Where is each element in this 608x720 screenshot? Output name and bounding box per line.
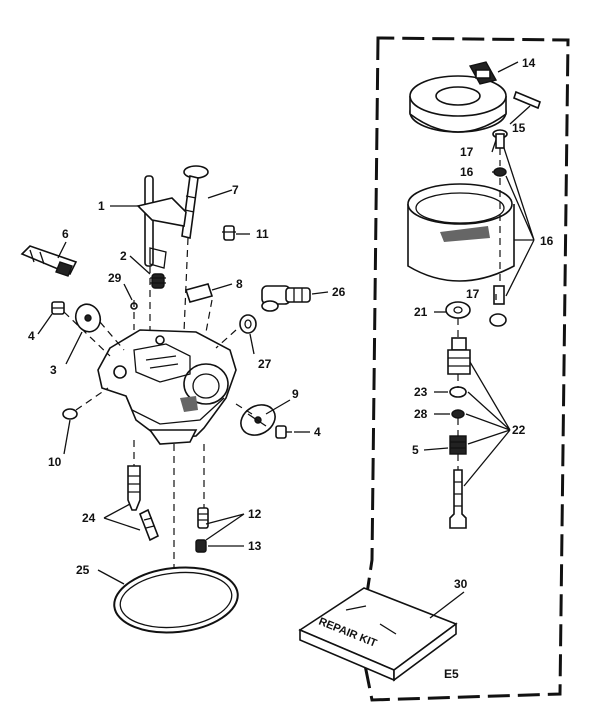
part-11-screw: [222, 225, 236, 241]
callout-12: 12: [248, 507, 262, 521]
callout-2: 2: [120, 249, 127, 263]
part-14-top-ring: [409, 61, 507, 133]
part-3-plate: [74, 303, 102, 333]
part-21-washer: [445, 301, 471, 319]
callout-15: 15: [512, 121, 526, 135]
callout-29: 29: [108, 271, 122, 285]
leader-lines: [37, 61, 535, 619]
part-2-spring: [150, 273, 166, 289]
callout-23: 23: [414, 385, 428, 399]
part-6-needle-screw: [20, 245, 78, 277]
callout-9: 9: [292, 387, 299, 401]
part-13-spring: [195, 539, 207, 553]
part-1-choke-shaft: [136, 175, 187, 269]
callout-4-upper: 4: [28, 329, 35, 343]
callout-3: 3: [50, 363, 57, 377]
callout-5: 5: [412, 443, 419, 457]
part-24-screws: [127, 465, 160, 542]
callout-7: 7: [232, 183, 239, 197]
callout-22: 22: [512, 423, 526, 437]
part-10-plug: [62, 408, 78, 420]
carburetor-body: [97, 329, 237, 445]
callout-13: 13: [248, 539, 262, 553]
part-27-ring: [239, 314, 257, 334]
callout-6: 6: [62, 227, 69, 241]
callout-16-lower: 16: [540, 234, 554, 248]
callout-24: 24: [82, 511, 96, 525]
callout-8: 8: [236, 277, 243, 291]
callout-30: 30: [454, 577, 468, 591]
part-9-disc: [240, 404, 276, 436]
assembly-boundary: [358, 36, 570, 702]
part-16-washer-upper: [493, 167, 507, 177]
part-17-screw-lower: [489, 285, 507, 327]
callout-25: 25: [76, 563, 90, 577]
part-22-jet-assembly: [447, 337, 471, 529]
callout-11: 11: [256, 227, 269, 241]
part-4-screw-lower: [275, 425, 292, 439]
callout-labels: 1 7 11 6 2 29 8 26 4 3 27 9 4 10 24 12 1…: [28, 56, 554, 681]
part-16-float-bowl: [407, 183, 515, 282]
part-17-screw-upper: [492, 129, 508, 149]
callout-1: 1: [98, 199, 105, 213]
assembly-lines-right: [457, 148, 501, 470]
callout-16-upper: 16: [460, 165, 474, 179]
callout-17-upper: 17: [460, 145, 474, 159]
part-7-throttle-shaft: [181, 165, 209, 239]
part-25-gasket: [113, 566, 239, 634]
part-8-clip: [184, 283, 214, 303]
part-30-repair-kit: REPAIR KIT: [298, 587, 458, 682]
figure-code: E5: [444, 667, 459, 681]
callout-10: 10: [48, 455, 62, 469]
callout-4-lower: 4: [314, 425, 321, 439]
part-15-pin: [513, 90, 541, 110]
callout-14: 14: [522, 56, 536, 70]
callout-17-lower: 17: [466, 287, 480, 301]
callout-26: 26: [332, 285, 346, 299]
part-26-fitting: [261, 285, 311, 312]
callout-21: 21: [414, 305, 428, 319]
assembly-lines-left: [63, 237, 253, 568]
part-12-pin: [197, 507, 209, 529]
callout-27: 27: [258, 357, 272, 371]
callout-28: 28: [414, 407, 428, 421]
part-4-screw-upper: [51, 301, 65, 315]
